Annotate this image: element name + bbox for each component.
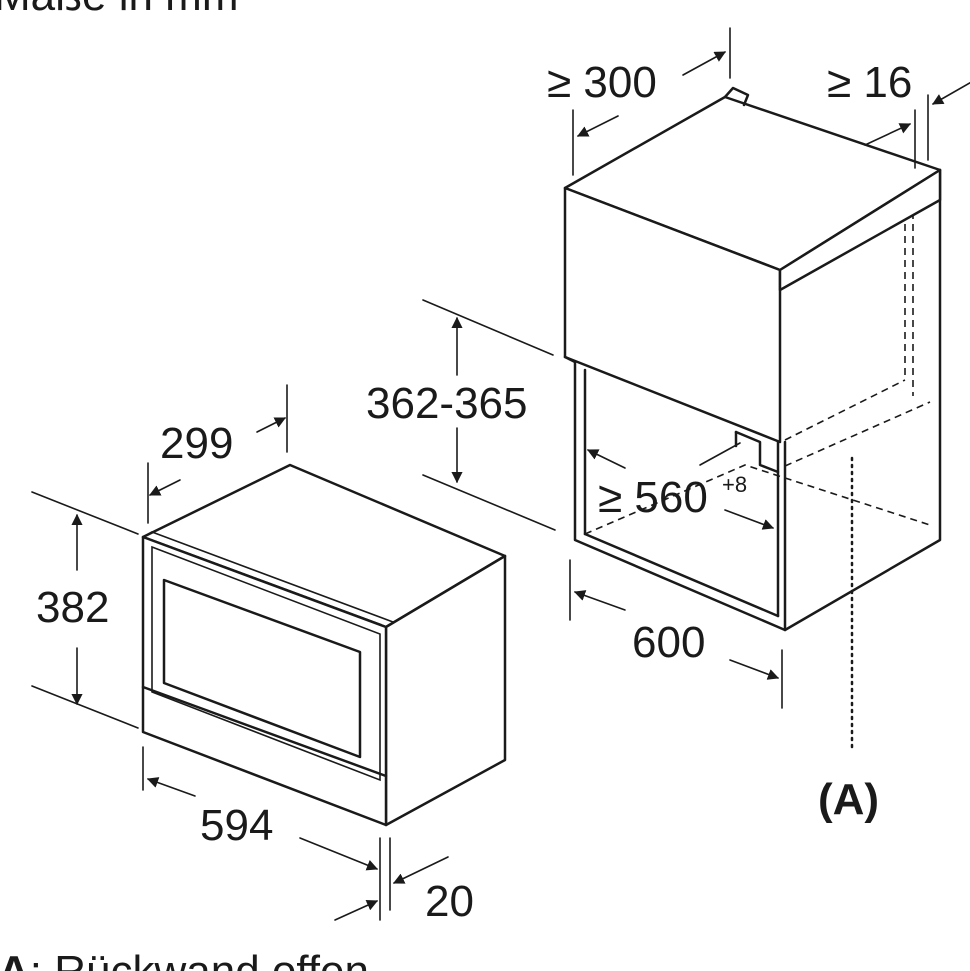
appliance-drawing (141, 463, 507, 827)
niche-drawing (563, 86, 942, 752)
units-note: Maße in mm (0, 0, 238, 20)
legend-text: : Rückwand offen (30, 947, 369, 971)
appliance-depth-label: 299 (160, 419, 233, 468)
legend-key: A (0, 947, 30, 971)
appliance-front-offset-label: 20 (425, 877, 474, 926)
appliance-height-label: 382 (36, 583, 109, 632)
niche-cabinet-width-label: 600 (632, 618, 705, 667)
niche-min-depth-label: ≥ 300 (547, 58, 657, 107)
appliance-dimensions (31, 384, 449, 921)
legend: A: Rückwand offen (0, 947, 369, 971)
appliance-width-label: 594 (200, 801, 273, 850)
niche-rear-marker: (A) (818, 775, 879, 824)
niche-min-width-label: ≥ 560 (598, 473, 708, 522)
niche-rear-gap-label: ≥ 16 (827, 58, 912, 107)
niche-min-width-tolerance: +8 (722, 472, 747, 497)
niche-dimensions (422, 27, 970, 709)
niche-height-label: 362-365 (366, 379, 527, 428)
